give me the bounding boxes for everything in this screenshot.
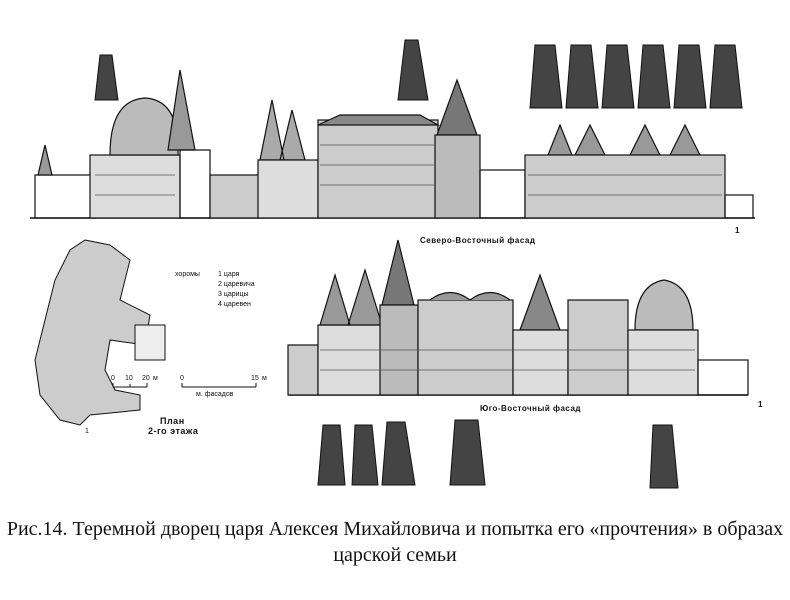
scale-facade-unit: м — [262, 375, 267, 382]
scale-plan-tick: 0 — [111, 375, 115, 382]
figure-caption: Рис.14. Теремной дворец царя Алексея Мих… — [0, 516, 790, 568]
floor-plan-drawing — [34, 239, 166, 426]
six-figures-row — [529, 44, 743, 109]
plan-subtitle: 2-го этажа — [148, 426, 199, 436]
facade-se-number: 1 — [758, 400, 763, 409]
caption-line-1: Рис.14. Теремной дворец царя Алексея Мих… — [6, 518, 784, 540]
scale-facade-tick: 0 — [180, 375, 184, 382]
scale-bars — [112, 383, 257, 388]
legend-title: хоромы — [175, 271, 200, 278]
scale-plan-tick: 10 — [125, 375, 133, 382]
caption-line-2: царской семьи — [333, 544, 457, 566]
facade-se-label: Юго-Восточный фасад — [480, 404, 582, 413]
scale-plan-tick: 20 — [142, 375, 150, 382]
scale-facade-label: м. фасадов — [196, 391, 234, 398]
legend-item: 2 царевича — [218, 281, 255, 288]
legend-item: 1 царя — [218, 271, 240, 278]
legend-item: 3 царицы — [218, 291, 249, 298]
legend-item: 4 царевен — [218, 301, 251, 308]
scale-plan-unit: м — [153, 375, 158, 382]
scale-facade-tick: 15 — [251, 375, 259, 382]
north-east-facade-drawing — [30, 69, 755, 219]
south-east-facade-drawing — [287, 239, 749, 396]
facade-ne-label: Северо-Восточный фасад — [420, 236, 536, 245]
figures — [94, 39, 743, 489]
plan-title: План — [160, 416, 185, 426]
facade-ne-number: 1 — [735, 226, 740, 235]
plan-number: 1 — [85, 428, 89, 435]
